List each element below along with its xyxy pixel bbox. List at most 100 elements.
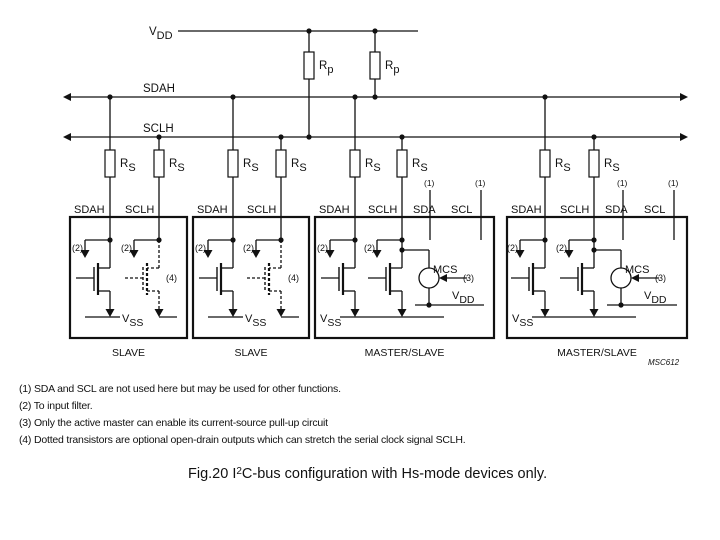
series-resistor-sdah: RS [104,149,136,178]
arrow-head [350,309,360,317]
note-ref-4: (4) [288,273,299,283]
footnote-2: (2) To input filter. [19,400,93,412]
resistor-label: RS [291,158,307,174]
optional-stretch-transistor-scl [125,240,164,317]
arrow-head [154,309,164,317]
pin-label-sda: SDA [413,204,436,216]
note-ref-2: (2) [364,243,375,253]
mcs-label: MCS [625,264,649,276]
resistor-body [369,51,381,80]
device-name: SLAVE [112,347,145,359]
enable-arrow [631,274,639,282]
arrow-head [251,250,261,258]
pin-label-sclh: SCLH [247,204,276,216]
arrow-head [203,250,213,258]
resistor-body [539,149,551,178]
footnotes: (1) SDA and SCL are not used here but ma… [19,381,466,449]
pin-label-sdah: SDAH [319,204,350,216]
pin-label-scl: SCL [451,204,472,216]
arrow-head [397,309,407,317]
series-resistor-sclh: RS [396,149,428,178]
footnote-1: (1) SDA and SCL are not used here but ma… [19,383,341,395]
figure-caption: Fig.20 I2C-bus configuration with Hs-mod… [188,466,547,482]
arrow-head [540,309,550,317]
pin-label-sdah: SDAH [511,204,542,216]
note-ref-2: (2) [121,243,132,253]
pin-label-sda: SDA [605,204,628,216]
current-source-mcs: MCS(3)VDD [594,249,677,308]
device-name: MASTER/SLAVE [557,347,637,359]
note-ref-3: (3) [655,273,666,283]
device-name: MASTER/SLAVE [365,347,445,359]
note-ref-1: (1) [617,178,628,188]
device-box [68,215,189,340]
vss-label: VSS [320,313,341,329]
open-drain-transistor-sda [321,240,360,317]
resistor-body [303,51,315,80]
device-box [191,215,311,340]
pin-label-sclh: SCLH [125,204,154,216]
resistor-body [153,149,165,178]
input-filter-branch: (2) [556,239,594,258]
device-name: SLAVE [234,347,267,359]
pin-label-sdah: SDAH [197,204,228,216]
note-ref-2: (2) [72,243,83,253]
arrow-head [228,309,238,317]
arrow-head [129,250,139,258]
open-drain-transistor-sda [199,240,238,317]
arrow-head [325,250,335,258]
arrow-head [372,250,382,258]
vdd-label: VDD [149,26,173,42]
bus-arrow-right [680,133,688,141]
optional-stretch-transistor-scl [247,240,286,317]
open-drain-transistor-scl [560,250,599,317]
pin-label-sclh: SCLH [368,204,397,216]
series-resistor-sdah: RS [349,149,381,178]
resistor-label: Rp [319,60,333,76]
junction-dot [306,134,312,140]
resistor-label: RS [365,158,381,174]
input-filter-branch: (2) [195,239,233,258]
current-source-mcs: MCS(3)VDD [402,249,484,308]
resistor-label: RS [604,158,620,174]
resistor-body [275,149,287,178]
note-ref-2: (2) [243,243,254,253]
resistor-body [227,149,239,178]
note-ref-2: (2) [507,243,518,253]
caption-prefix: Fig.20 I [188,466,237,482]
resistor-body [396,149,408,178]
note-ref-1: (1) [475,178,486,188]
note-ref-3: (3) [463,273,474,283]
pin-label-scl: SCL [644,204,665,216]
resistor-label: RS [169,158,185,174]
resistor-label: RS [555,158,571,174]
open-drain-transistor-sda [511,240,550,317]
footnote-3: (3) Only the active master can enable it… [19,417,328,429]
sclh-bus-label: SCLH [143,123,174,135]
note-ref-1: (1) [424,178,435,188]
resistor-label: RS [243,158,259,174]
series-resistor-sdah: RS [539,149,571,178]
input-filter-branch: (2) [72,239,110,258]
vss-label: VSS [512,313,533,329]
open-drain-transistor-sda [76,240,115,317]
series-resistor-sclh: RS [588,149,620,178]
bus-arrow-left [63,93,71,101]
mcs-label: MCS [433,264,457,276]
input-filter-branch: (2) [121,239,159,258]
resistor-label: RS [120,158,136,174]
sdah-bus-label: SDAH [143,83,175,95]
arrow-head [589,309,599,317]
input-filter-branch: (2) [507,239,545,258]
caption-superscript: 2 [236,466,242,477]
footnote-4: (4) Dotted transistors are optional open… [19,434,466,446]
drawing-code: MSC612 [648,358,680,367]
arrow-head [105,309,115,317]
arrow-head [515,250,525,258]
junction-dot [372,94,378,100]
resistor-label: RS [412,158,428,174]
